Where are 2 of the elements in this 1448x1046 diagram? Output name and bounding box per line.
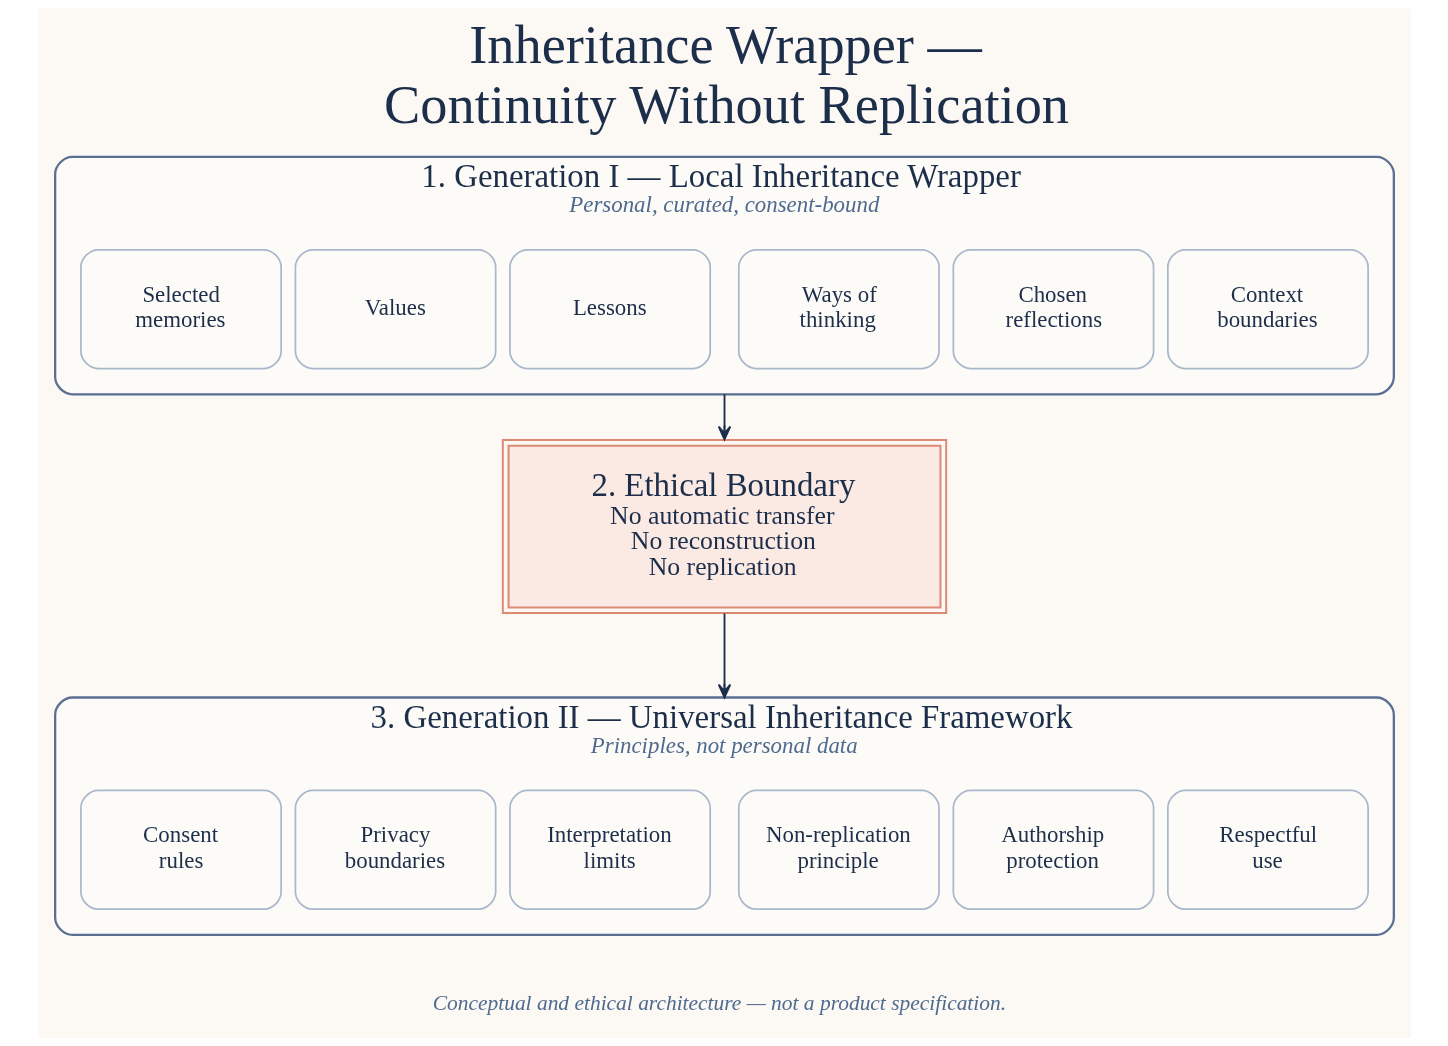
- caption: Conceptual and ethical architecture — not a product specification.: [432, 990, 1006, 1015]
- diagram-title: Inheritance Wrapper — Continuity Without Replication: [383, 15, 1069, 136]
